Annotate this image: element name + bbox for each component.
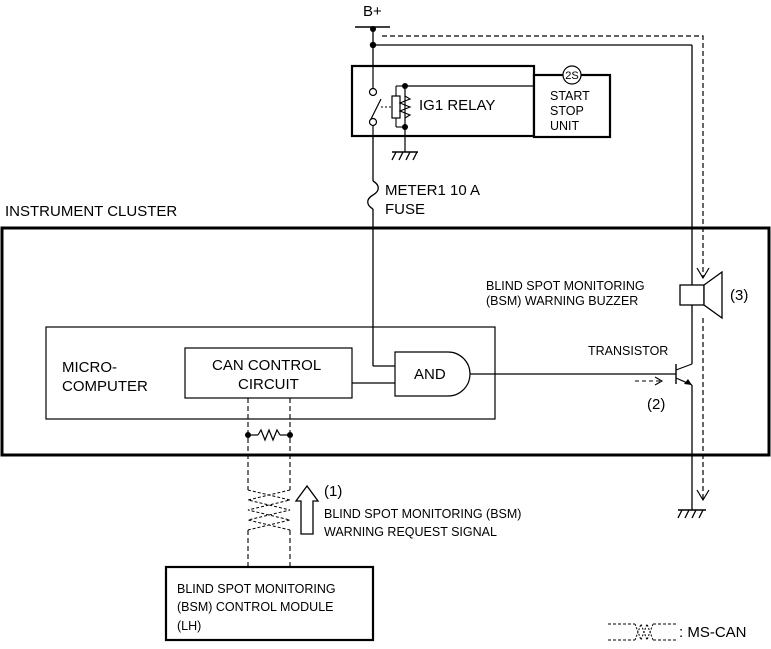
svg-text:COMPUTER: COMPUTER: [62, 378, 148, 395]
twisted-pair: [247, 489, 291, 531]
bsm-control-module: BLIND SPOT MONITORING (BSM) CONTROL MODU…: [164, 565, 375, 642]
speaker-icon: [703, 270, 723, 320]
buzzer-body: [679, 284, 705, 306]
junction-dot: [370, 26, 376, 32]
relay-contact: [368, 87, 378, 97]
svg-text:TRANSISTOR: TRANSISTOR: [588, 344, 668, 358]
svg-text:(BSM) CONTROL MODULE: (BSM) CONTROL MODULE: [177, 600, 334, 614]
svg-text:MICRO-: MICRO-: [62, 359, 117, 376]
ground-symbol-right: [677, 509, 706, 519]
svg-text:START: START: [550, 89, 590, 103]
svg-text:BLIND SPOT MONITORING: BLIND SPOT MONITORING: [486, 279, 645, 293]
svg-text:METER1 10 A: METER1 10 A: [385, 182, 480, 199]
coil-resistor: [398, 95, 412, 119]
current-arrow-head: [696, 267, 710, 280]
svg-text:AND: AND: [414, 366, 446, 383]
instrument-cluster-box: [0, 226, 771, 457]
warning-request-signal: (1) BLIND SPOT MONITORING (BSM) WARNING …: [294, 483, 521, 539]
ig1-relay: IG1 RELAY: [350, 64, 578, 161]
svg-text:WARNING REQUEST SIGNAL: WARNING REQUEST SIGNAL: [324, 525, 497, 539]
meter-fuse: METER1 10 A FUSE: [367, 136, 480, 366]
svg-text:2S: 2S: [565, 70, 578, 82]
svg-text:FUSE: FUSE: [385, 201, 425, 218]
legend-ms-can: : MS-CAN: [608, 622, 747, 642]
start-stop-unit: 2S START STOP UNIT: [532, 65, 612, 139]
signal-direction-arrow: [294, 484, 320, 535]
svg-text:BLIND SPOT MONITORING (BSM): BLIND SPOT MONITORING (BSM): [324, 507, 521, 521]
power-supply: B+: [355, 3, 693, 285]
can-control-circuit-box: [184, 347, 353, 399]
fuse-symbol: [367, 180, 379, 210]
current-flow-line: [382, 35, 704, 278]
ms-can-bus: [245, 398, 293, 567]
b-plus-label: B+: [363, 3, 382, 20]
relay-coil: [391, 95, 401, 119]
microcomputer-box: [45, 326, 496, 420]
svg-text:(BSM) WARNING BUZZER: (BSM) WARNING BUZZER: [486, 294, 638, 308]
transistor-marker: (2): [647, 396, 665, 413]
svg-text:CIRCUIT: CIRCUIT: [238, 376, 299, 393]
emitter-arrow: [684, 379, 692, 385]
svg-text:UNIT: UNIT: [550, 119, 580, 133]
relay-box: [350, 64, 536, 138]
relay-label: IG1 RELAY: [419, 97, 495, 114]
legend-label: : MS-CAN: [679, 624, 747, 641]
buzzer-marker: (3): [730, 287, 748, 304]
terminating-resistor: [257, 428, 281, 442]
current-arrow-head: [696, 489, 710, 502]
and-gate: AND: [352, 351, 676, 397]
svg-text:STOP: STOP: [550, 104, 584, 118]
svg-text:CAN CONTROL: CAN CONTROL: [212, 357, 321, 374]
bsm-warning-buzzer: BLIND SPOT MONITORING (BSM) WARNING BUZZ…: [486, 270, 748, 364]
signal-marker: (1): [324, 483, 342, 500]
relay-switch-arm: [370, 98, 382, 120]
start-stop-box: [532, 73, 612, 139]
current-flow-path: [382, 35, 710, 502]
relay-contact: [368, 117, 378, 127]
svg-text:(LH): (LH): [177, 619, 201, 633]
cluster-title: INSTRUMENT CLUSTER: [5, 203, 177, 220]
control-module-box: [164, 565, 375, 642]
and-gate-symbol: [394, 351, 471, 397]
svg-text:BLIND SPOT MONITORING: BLIND SPOT MONITORING: [177, 582, 336, 596]
transistor: TRANSISTOR (2): [588, 344, 693, 510]
transistor-collector: [675, 363, 693, 371]
terminal-2s: [562, 65, 582, 85]
